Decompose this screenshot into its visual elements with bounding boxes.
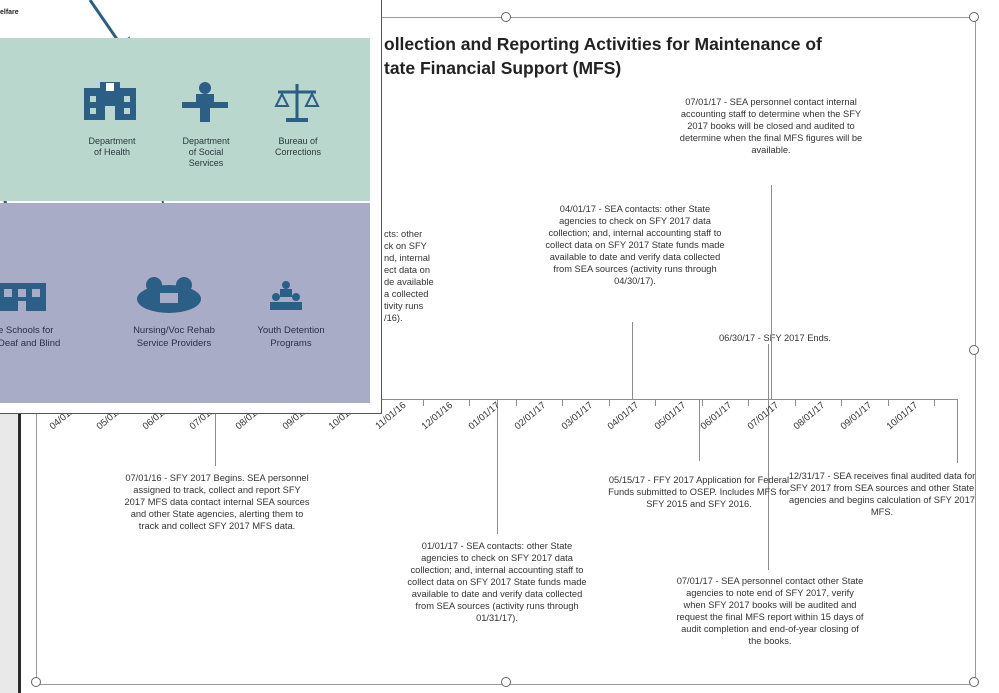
- timeline-tick: [934, 399, 935, 406]
- timeline-tick: [609, 399, 610, 406]
- youth-detention-icon: [270, 281, 302, 310]
- school-building-icon: [0, 283, 46, 311]
- timeline-tick: [841, 399, 842, 406]
- timeline-tick: [562, 399, 563, 406]
- dept-health-label: Department of Health: [88, 136, 136, 157]
- program-schools-label: e Schools for Deaf and Blind: [0, 325, 61, 349]
- connector-12-31-17: [957, 399, 958, 463]
- event-07-01-17-top: 07/01/17 - SEA personnel contact interna…: [679, 97, 863, 155]
- timeline-tick: [655, 399, 656, 406]
- nursing-hands-icon: [137, 277, 201, 313]
- timeline-tick: [702, 399, 703, 406]
- program-nursing-label: Nursing/Voc Rehab Service Providers: [133, 325, 215, 349]
- timeline-tick: [748, 399, 749, 406]
- resize-handle-top-center[interactable]: [501, 12, 511, 22]
- timeline-tick: [423, 399, 424, 406]
- scales-of-justice-icon: [274, 84, 320, 122]
- timeline-tick: [516, 399, 517, 406]
- event-05-15-17: 05/15/17 - FFY 2017 Application for Fede…: [608, 475, 790, 509]
- timeline-axis: [40, 399, 958, 400]
- resize-handle-bottom-left[interactable]: [31, 677, 41, 687]
- inset-departments-band: [0, 38, 370, 201]
- social-services-desk-icon: [182, 82, 228, 122]
- dept-social-services-label: Department of Social Services: [182, 136, 230, 168]
- event-07-01-17-bottom: 07/01/17 - SEA personnel contact other S…: [676, 576, 864, 646]
- chart-title: ollection and Reporting Activities for M…: [384, 32, 822, 80]
- resize-handle-middle-right[interactable]: [969, 345, 979, 355]
- timeline-tick: [888, 399, 889, 406]
- event-04-01-17: 04/01/17 - SEA contacts: other State age…: [545, 204, 725, 286]
- hospital-icon: [84, 82, 136, 120]
- inset-org-chart-image[interactable]: elfare: [0, 0, 382, 414]
- resize-handle-top-right[interactable]: [969, 12, 979, 22]
- resize-handle-bottom-right[interactable]: [969, 677, 979, 687]
- dept-corrections-label: Bureau of Corrections: [274, 136, 321, 157]
- event-07-01-16: 07/01/16 - SFY 2017 Begins. SEA personne…: [124, 473, 310, 531]
- resize-handle-bottom-center[interactable]: [501, 677, 511, 687]
- connector-01-01-17: [497, 399, 498, 534]
- timeline-tick: [469, 399, 470, 406]
- chart-title-line-1: ollection and Reporting Activities for M…: [384, 34, 822, 54]
- program-youth-detention-label: Youth Detention Programs: [257, 325, 325, 349]
- connector-06-30-17: [768, 344, 769, 570]
- chart-title-line-2: tate Financial Support (MFS): [384, 58, 622, 78]
- event-06-30-17: 06/30/17 - SFY 2017 Ends.: [719, 333, 831, 343]
- inset-top-label: elfare: [0, 9, 19, 16]
- event-partial-left: cts: other ck on SFY nd, internal ect da…: [384, 229, 434, 323]
- connector-04-01-17: [632, 322, 633, 399]
- timeline-tick: [795, 399, 796, 406]
- connector-05-15-17: [699, 399, 700, 461]
- event-01-01-17: 01/01/17 - SEA contacts: other State age…: [407, 541, 587, 623]
- connector-07-01-16: [215, 399, 216, 466]
- connector-07-01-17-top: [771, 185, 772, 399]
- event-12-31-17: 12/31/17 - SEA receives final audited da…: [788, 471, 976, 517]
